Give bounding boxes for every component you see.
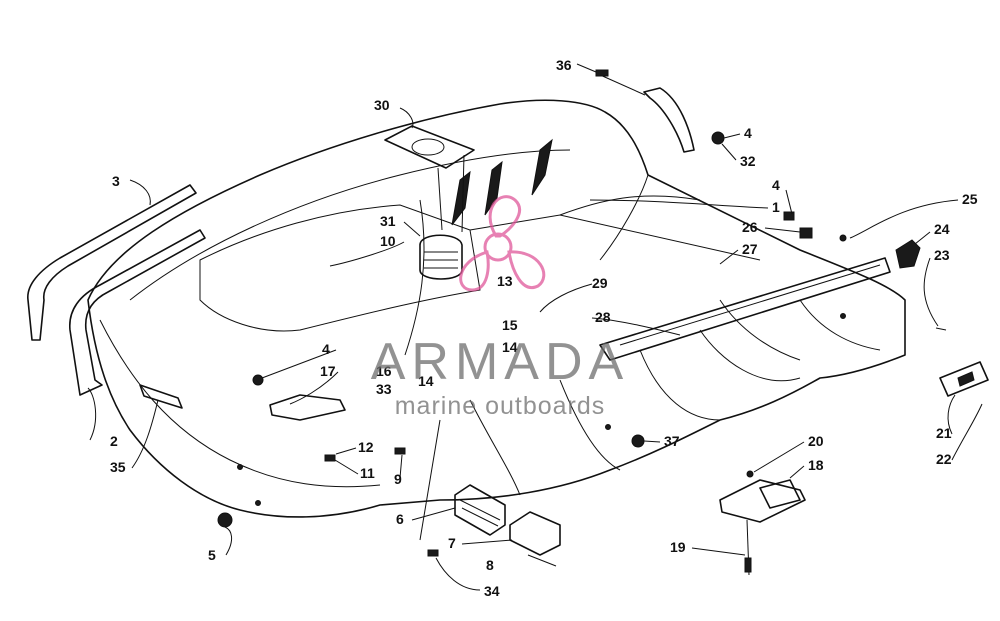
callout-4-right: 4 — [772, 177, 780, 193]
callout-26: 26 — [742, 219, 758, 235]
callout-33: 33 — [376, 381, 392, 397]
callout-13: 13 — [497, 273, 513, 289]
callout-10: 10 — [380, 233, 396, 249]
leader-lines — [87, 63, 983, 591]
callout-29: 29 — [592, 275, 608, 291]
callout-6: 6 — [396, 511, 404, 527]
callout-12: 12 — [358, 439, 374, 455]
callout-35: 35 — [110, 459, 126, 475]
callout-24: 24 — [934, 221, 950, 237]
watermark-emblem — [459, 195, 546, 292]
callout-20: 20 — [808, 433, 824, 449]
emblem-ring — [483, 232, 513, 262]
callout-9: 9 — [394, 471, 402, 487]
callout-37: 37 — [664, 433, 680, 449]
callout-25: 25 — [962, 191, 978, 207]
callout-5: 5 — [208, 547, 216, 563]
front-bumper-trim — [27, 184, 206, 409]
callout-11: 11 — [360, 465, 375, 481]
callout-14-upper: 14 — [502, 339, 518, 355]
hull-body — [87, 99, 906, 518]
callout-27: 27 — [742, 241, 758, 257]
callout-4-top: 4 — [744, 125, 752, 141]
callout-labels: 36 30 4 32 3 4 1 25 26 24 31 10 27 23 13… — [110, 57, 978, 599]
callout-19: 19 — [670, 539, 686, 555]
callout-1: 1 — [772, 199, 780, 215]
callout-30: 30 — [374, 97, 390, 113]
lower-parts — [217, 374, 806, 576]
side-rail — [599, 257, 891, 361]
emblem-blade-left — [459, 250, 490, 292]
callout-21: 21 — [936, 425, 952, 441]
callout-4-left: 4 — [322, 341, 330, 357]
callout-34: 34 — [484, 583, 500, 599]
emblem-blade-top — [488, 195, 522, 238]
callout-32: 32 — [740, 153, 756, 169]
callout-17: 17 — [320, 363, 336, 379]
callout-18: 18 — [808, 457, 824, 473]
callout-8: 8 — [486, 557, 494, 573]
callout-31: 31 — [380, 213, 396, 229]
callout-16: 16 — [376, 363, 392, 379]
callout-28: 28 — [595, 309, 611, 325]
callout-14-lower: 14 — [418, 373, 434, 389]
callout-22: 22 — [936, 451, 952, 467]
emblem-blade-right — [507, 250, 546, 290]
callout-3: 3 — [112, 173, 120, 189]
callout-36: 36 — [556, 57, 572, 73]
callout-23: 23 — [934, 247, 950, 263]
right-side-parts — [595, 69, 989, 397]
callout-7: 7 — [448, 535, 456, 551]
callout-2: 2 — [110, 433, 118, 449]
callout-15: 15 — [502, 317, 518, 333]
